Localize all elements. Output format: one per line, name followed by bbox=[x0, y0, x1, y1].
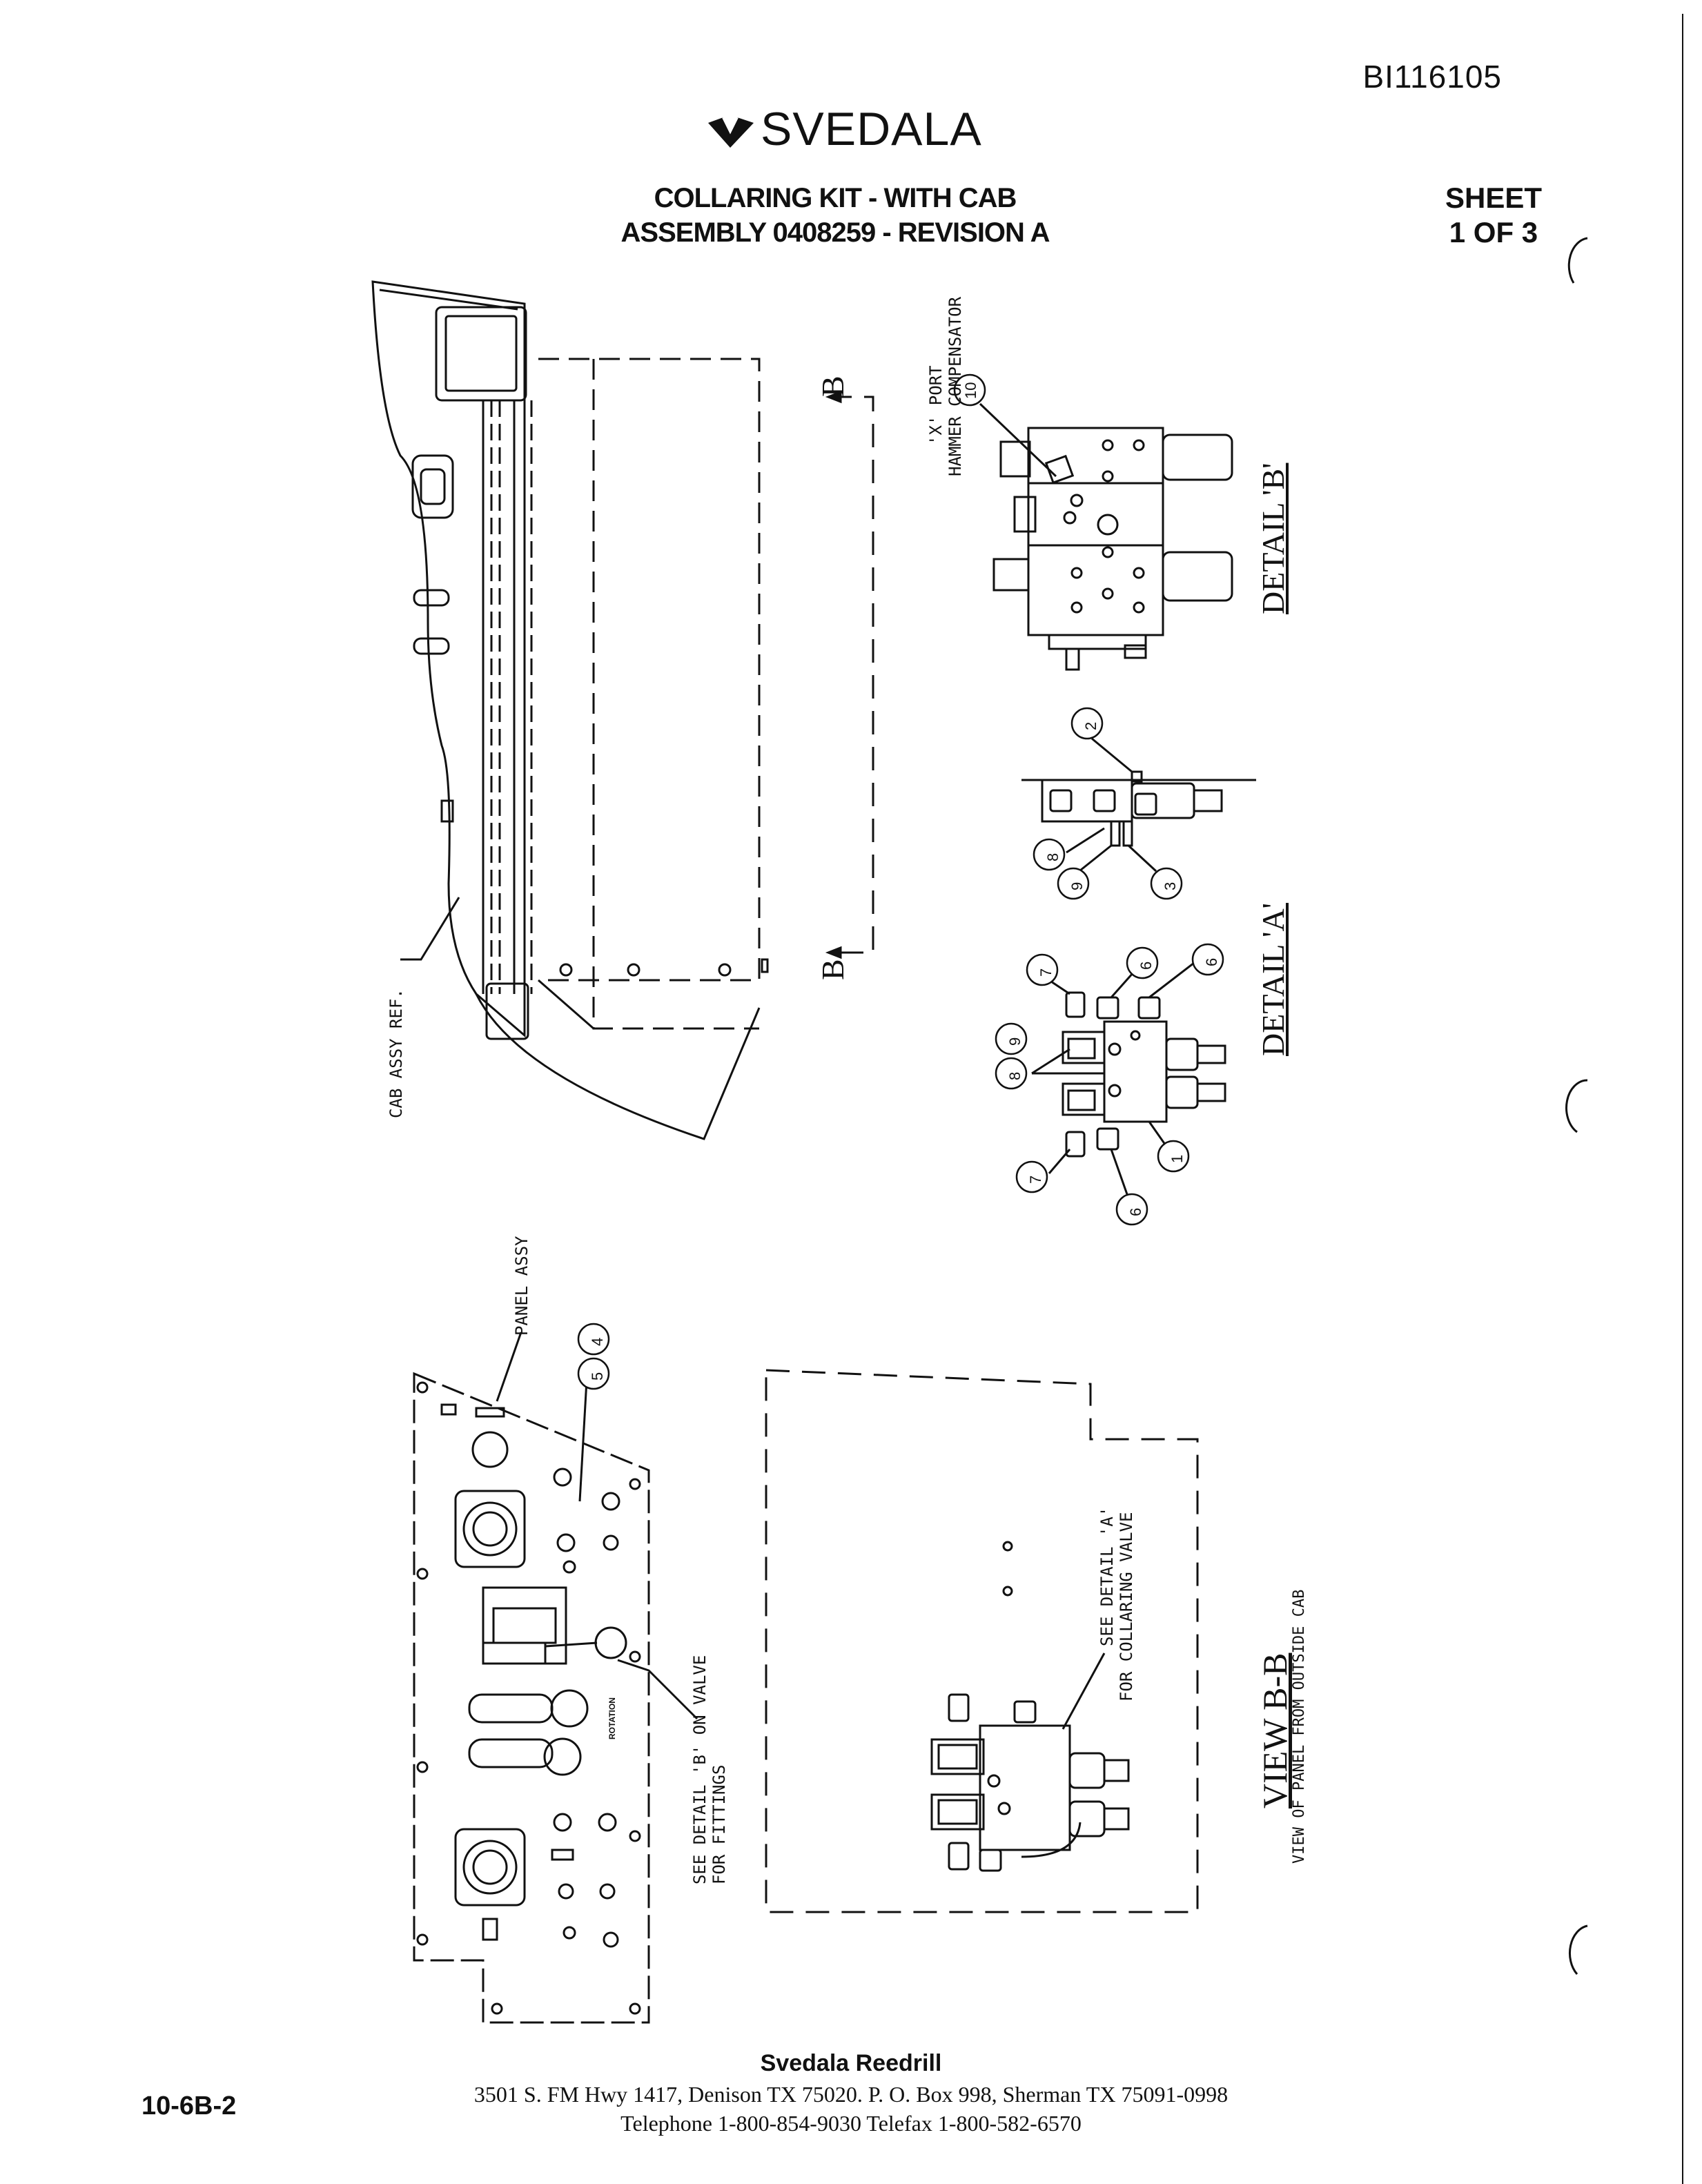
footer-address: 3501 S. FM Hwy 1417, Denison TX 75020. P… bbox=[473, 2082, 1229, 2107]
see-detail-a-leader bbox=[1062, 1652, 1106, 1730]
binder-hole-bottom bbox=[1568, 1924, 1588, 1975]
binder-hole-top bbox=[1567, 237, 1588, 284]
sheet-label: SHEET bbox=[1445, 182, 1542, 214]
for-fittings-label: FOR FITTINGS bbox=[710, 1764, 729, 1884]
x-port-label: 'X' PORT bbox=[926, 365, 946, 445]
drawing-title-line2: ASSEMBLY 0408259 - REVISION A bbox=[620, 217, 1050, 248]
cab-ref-leader bbox=[400, 897, 460, 961]
footer-phone: Telephone 1-800-854-9030 Telefax 1-800-5… bbox=[620, 2111, 1082, 2136]
panel-assy-label: PANEL ASSY bbox=[512, 1236, 531, 1336]
see-detail-a-label: SEE DETAIL 'A' bbox=[1097, 1506, 1117, 1646]
view-b-b-title: VIEW B-B bbox=[1255, 1652, 1294, 1808]
balloon-9b: 9 bbox=[1006, 1037, 1024, 1046]
balloon-7b-leader bbox=[1048, 1149, 1071, 1174]
balloon-6a: 6 bbox=[1137, 961, 1155, 970]
svedala-logo-text: SVEDALA bbox=[761, 103, 982, 155]
svedala-logo-mark bbox=[708, 117, 754, 148]
see-detail-b-leader bbox=[617, 1659, 698, 1720]
detail-a-front-view bbox=[1062, 991, 1226, 1158]
balloon-10-leader bbox=[979, 402, 1057, 478]
view-b-b-outline bbox=[765, 1369, 1199, 1913]
balloon-9: 9 bbox=[1068, 881, 1086, 890]
drawing-title-line1: COLLARING KIT - WITH CAB bbox=[654, 183, 1017, 213]
sheet-count: 1 OF 3 bbox=[1449, 216, 1538, 248]
detail-a-title: DETAIL 'A' bbox=[1255, 903, 1291, 1056]
balloon-8b-leader bbox=[1031, 1048, 1104, 1075]
balloon-6c: 6 bbox=[1127, 1207, 1144, 1216]
hammer-compensator-label: HAMMER COMPENSATOR bbox=[946, 296, 965, 476]
balloon-8: 8 bbox=[1044, 852, 1062, 861]
balloon-7a: 7 bbox=[1037, 968, 1055, 977]
balloon-4: 4 bbox=[589, 1337, 606, 1346]
sheet-number: SHEET 1 OF 3 bbox=[1445, 181, 1542, 250]
panel-rotation-label: ROTATION bbox=[607, 1697, 617, 1739]
detail-a-top-view bbox=[1021, 770, 1256, 847]
cab-assy-ref-label: CAB ASSY REF. bbox=[387, 988, 406, 1118]
balloon-2-leader bbox=[1091, 737, 1133, 773]
balloon-5: 5 bbox=[589, 1372, 606, 1381]
footer-company: Svedala Reedrill bbox=[760, 2050, 942, 2076]
balloon-4-leader bbox=[578, 1380, 588, 1502]
balloon-1: 1 bbox=[1168, 1154, 1186, 1163]
view-b-b-subtitle: VIEW OF PANEL FROM OUTSIDE CAB bbox=[1291, 1589, 1308, 1864]
page-number: 10-6B-2 bbox=[141, 2092, 237, 2120]
balloon-8-leader bbox=[1066, 827, 1105, 854]
balloon-9-leader bbox=[1076, 844, 1112, 875]
for-collaring-valve-label: FOR COLLARING VALVE bbox=[1117, 1512, 1136, 1702]
detail-b-title: DETAIL 'B' bbox=[1255, 462, 1291, 614]
balloon-6b-leader bbox=[1148, 962, 1195, 999]
balloon-8b: 8 bbox=[1006, 1071, 1024, 1080]
see-detail-b-label: SEE DETAIL 'B' ON VALVE bbox=[690, 1655, 710, 1884]
section-label-b-top: B bbox=[815, 376, 850, 397]
detail-b-valve bbox=[992, 427, 1233, 671]
panel-assembly-drawing bbox=[413, 1372, 650, 2024]
balloon-6b: 6 bbox=[1203, 957, 1220, 966]
section-line-b-b bbox=[825, 390, 874, 959]
balloon-group bbox=[577, 373, 1224, 1390]
balloon-7a-leader bbox=[1048, 979, 1070, 995]
document-id: BI116105 bbox=[1362, 59, 1502, 95]
balloon-2: 2 bbox=[1082, 721, 1099, 730]
balloon-3-leader bbox=[1127, 844, 1157, 872]
svedala-logo: SVEDALA bbox=[707, 102, 982, 156]
binder-hole-middle bbox=[1565, 1079, 1588, 1133]
cab-assembly-drawing bbox=[371, 280, 769, 1140]
balloon-3: 3 bbox=[1162, 881, 1179, 890]
balloon-7b: 7 bbox=[1027, 1175, 1044, 1184]
panel-assy-leader bbox=[496, 1332, 522, 1402]
section-label-b-bottom: B bbox=[815, 959, 850, 980]
